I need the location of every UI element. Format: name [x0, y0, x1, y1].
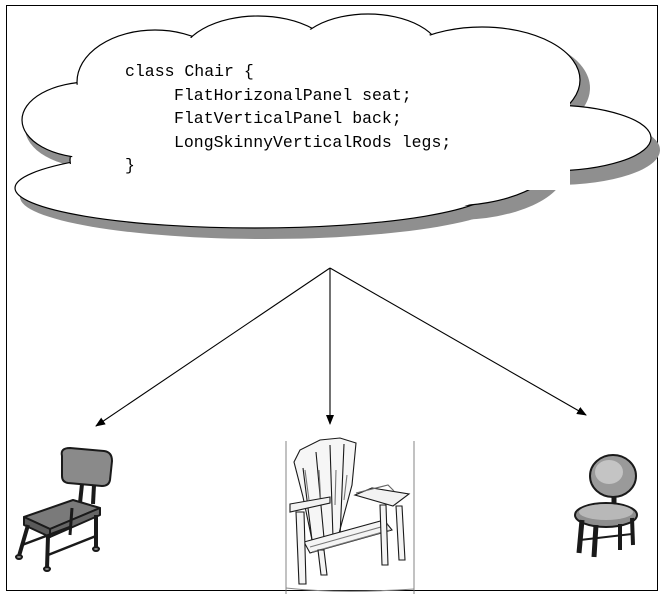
arrow-to-chair-left — [95, 267, 331, 427]
code-member-back: FlatVerticalPanel back; — [174, 109, 402, 128]
school-chair-icon — [15, 447, 113, 572]
arrow-to-chair-right — [329, 267, 587, 416]
adirondack-chair-icon — [285, 437, 415, 594]
code-class-footer: } — [125, 156, 135, 175]
class-definition-code: class Chair { FlatHorizonalPanel seat; Fla… — [125, 60, 451, 178]
code-class-header: class Chair { — [125, 62, 254, 81]
code-member-legs: LongSkinnyVerticalRods legs; — [174, 132, 452, 152]
code-member-seat: FlatHorizonalPanel seat; — [174, 85, 412, 105]
thought-cloud-inner — [17, 16, 649, 226]
round-stool-chair-icon — [574, 454, 638, 558]
